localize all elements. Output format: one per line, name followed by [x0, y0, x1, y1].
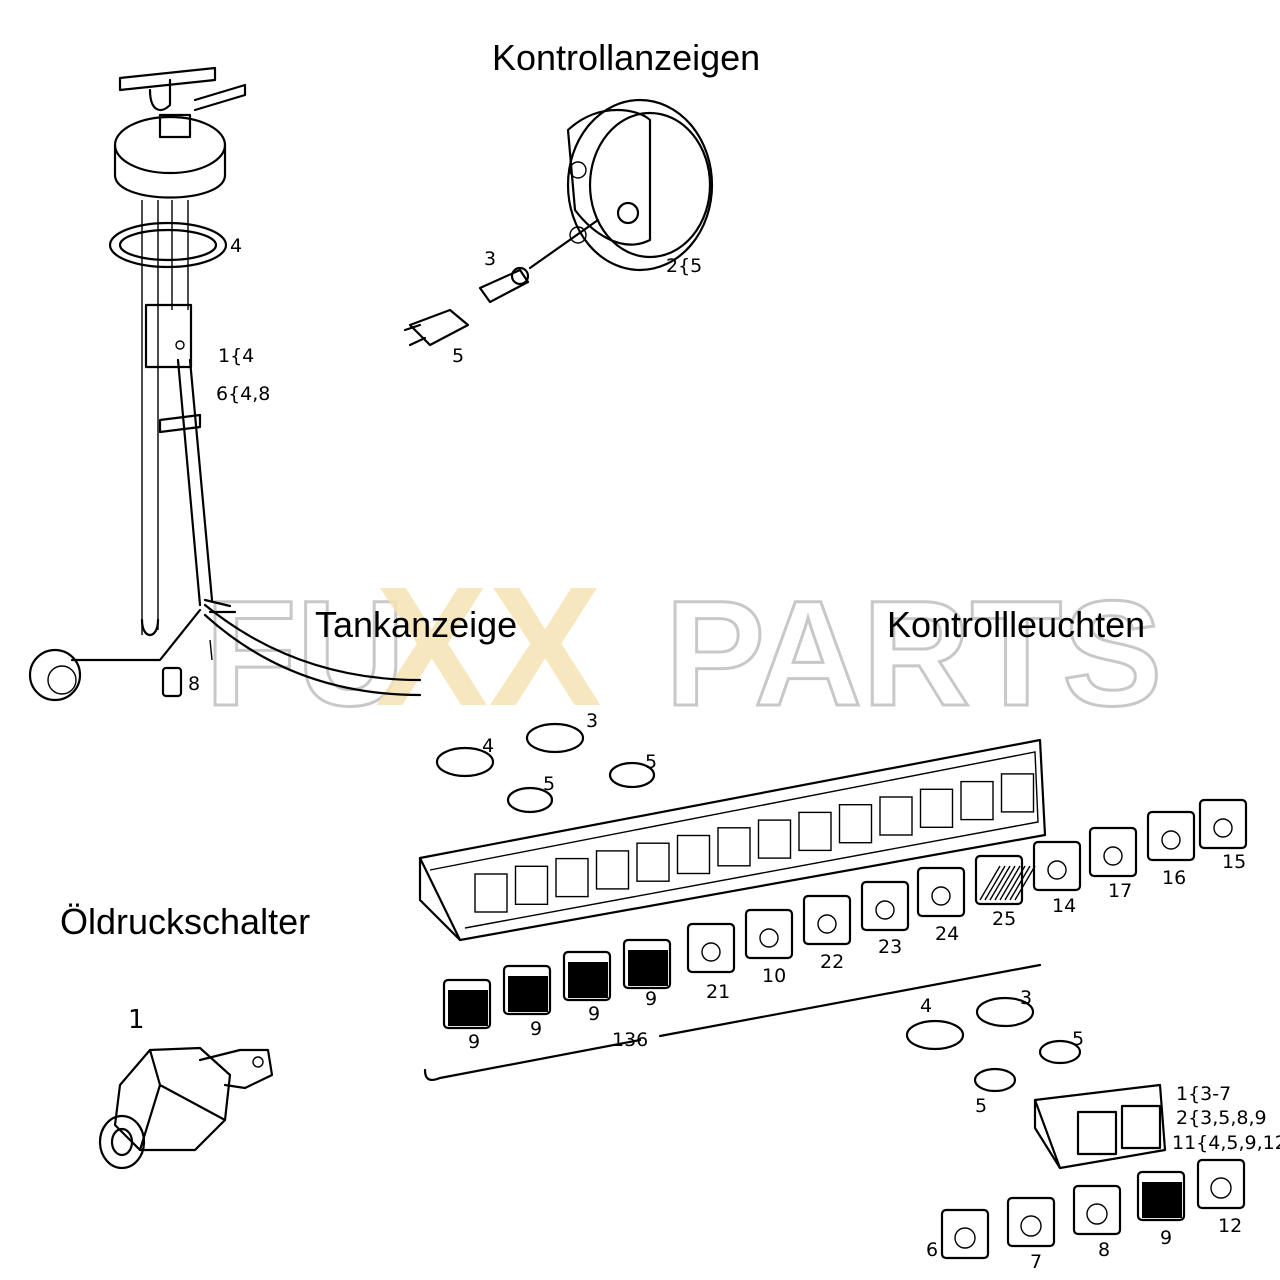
panel-slot [717, 827, 751, 867]
gauge-drawing [403, 98, 714, 347]
panel-slot [474, 873, 508, 913]
indicator-switch [1198, 798, 1248, 850]
small-indicator-switch [1006, 1196, 1056, 1248]
heading-kontrollanzeigen: Kontrollanzeigen [492, 37, 760, 78]
indicator-switch [916, 866, 966, 918]
panel-bulb-label-3: 3 [586, 710, 598, 732]
switch-label-9d: 9 [645, 988, 657, 1010]
indicator-switch [802, 894, 852, 946]
small-bulb-label-5a: 5 [1072, 1028, 1084, 1050]
panel-slot [555, 857, 589, 898]
switch-label-9c: 9 [588, 1003, 600, 1025]
small-panel-note-3: 11{4,5,9,12 [1172, 1132, 1280, 1154]
oil-pressure-switch-drawing [98, 1046, 274, 1170]
indicator-switch [686, 922, 736, 974]
panel-slot [798, 811, 832, 852]
switch-label-17: 17 [1108, 880, 1132, 902]
switch-label-9a: 9 [468, 1031, 480, 1053]
indicator-switch [1146, 810, 1196, 862]
indicator-switch [1032, 840, 1082, 892]
heading-tankanzeige: Tankanzeige [315, 604, 517, 645]
gauge-label-2-5: 2{5 [666, 255, 702, 277]
panel-slot [757, 819, 792, 859]
panel-bulb-label-4: 4 [482, 735, 494, 757]
small-panel-note-2: 2{3,5,8,9 [1176, 1107, 1267, 1129]
switch-label-14: 14 [1052, 895, 1076, 917]
small-panel-switches [940, 1158, 1246, 1260]
bracket-label-136: 136 [612, 1029, 648, 1051]
tank-label-8: 8 [188, 673, 200, 695]
panel-slot [514, 865, 549, 905]
switch-label-9b: 9 [530, 1018, 542, 1040]
small-indicator-switch [1072, 1184, 1122, 1236]
switch-label-25: 25 [992, 908, 1016, 930]
panel-slot [676, 834, 711, 875]
indicator-switch [744, 908, 794, 960]
indicator-switch [562, 950, 612, 1002]
tank-label-6-4-8: 6{4,8 [216, 383, 270, 405]
small-switch-label-6: 6 [926, 1239, 938, 1261]
tank-sender-drawing [28, 66, 422, 702]
indicator-switch [1088, 826, 1138, 878]
small-switch-label-7: 7 [1030, 1251, 1042, 1273]
indicator-panel-drawing [418, 722, 1047, 1081]
switch-label-10: 10 [762, 965, 786, 987]
small-switch-label-9: 9 [1160, 1227, 1172, 1249]
gauge-label-3: 3 [484, 248, 496, 270]
tank-label-1-4: 1{4 [218, 345, 254, 367]
small-indicator-switch [940, 1208, 990, 1260]
panel-bulb-label-5b: 5 [543, 773, 555, 795]
indicator-switch [622, 938, 672, 990]
panel-switches [442, 798, 1248, 1030]
watermark: FU XX PARTS [204, 552, 1164, 742]
switch-label-1: 1 [128, 1005, 145, 1035]
heading-kontrollleuchten: Kontrollleuchten [887, 604, 1145, 645]
watermark-part3: PARTS [665, 569, 1162, 737]
small-switch-label-8: 8 [1098, 1239, 1110, 1261]
watermark-part1: FU [205, 569, 405, 737]
panel-slot [960, 780, 994, 821]
tank-label-4: 4 [230, 235, 242, 257]
panel-slot [595, 850, 630, 890]
panel-bulb-label-5a: 5 [645, 751, 657, 773]
heading-oeldruckschalter: Öldruckschalter [60, 901, 310, 942]
panel-slot [636, 842, 670, 882]
small-panel-drawing [905, 996, 1167, 1170]
switch-label-23: 23 [878, 936, 902, 958]
switch-label-21: 21 [706, 981, 730, 1003]
panel-slot [919, 788, 954, 828]
switch-label-22: 22 [820, 951, 844, 973]
small-bulb-label-4: 4 [920, 995, 932, 1017]
indicator-switch [502, 964, 552, 1016]
gauge-label-5: 5 [452, 345, 464, 367]
indicator-switch [974, 854, 1036, 906]
indicator-switch [442, 978, 492, 1030]
small-indicator-switch [1136, 1170, 1186, 1222]
switch-label-15: 15 [1222, 851, 1246, 873]
switch-label-24: 24 [935, 923, 959, 945]
small-switch-label-12: 12 [1218, 1215, 1242, 1237]
panel-slot [1000, 773, 1035, 813]
watermark-part2: XX [375, 552, 602, 742]
switch-label-16: 16 [1162, 867, 1186, 889]
small-indicator-switch [1196, 1158, 1246, 1210]
indicator-switch [860, 880, 910, 932]
small-bulb-label-3: 3 [1020, 987, 1032, 1009]
small-panel-note-1: 1{3-7 [1176, 1083, 1231, 1105]
panel-slot [879, 796, 913, 836]
panel-slot [838, 804, 873, 844]
small-bulb-label-5b: 5 [975, 1095, 987, 1117]
